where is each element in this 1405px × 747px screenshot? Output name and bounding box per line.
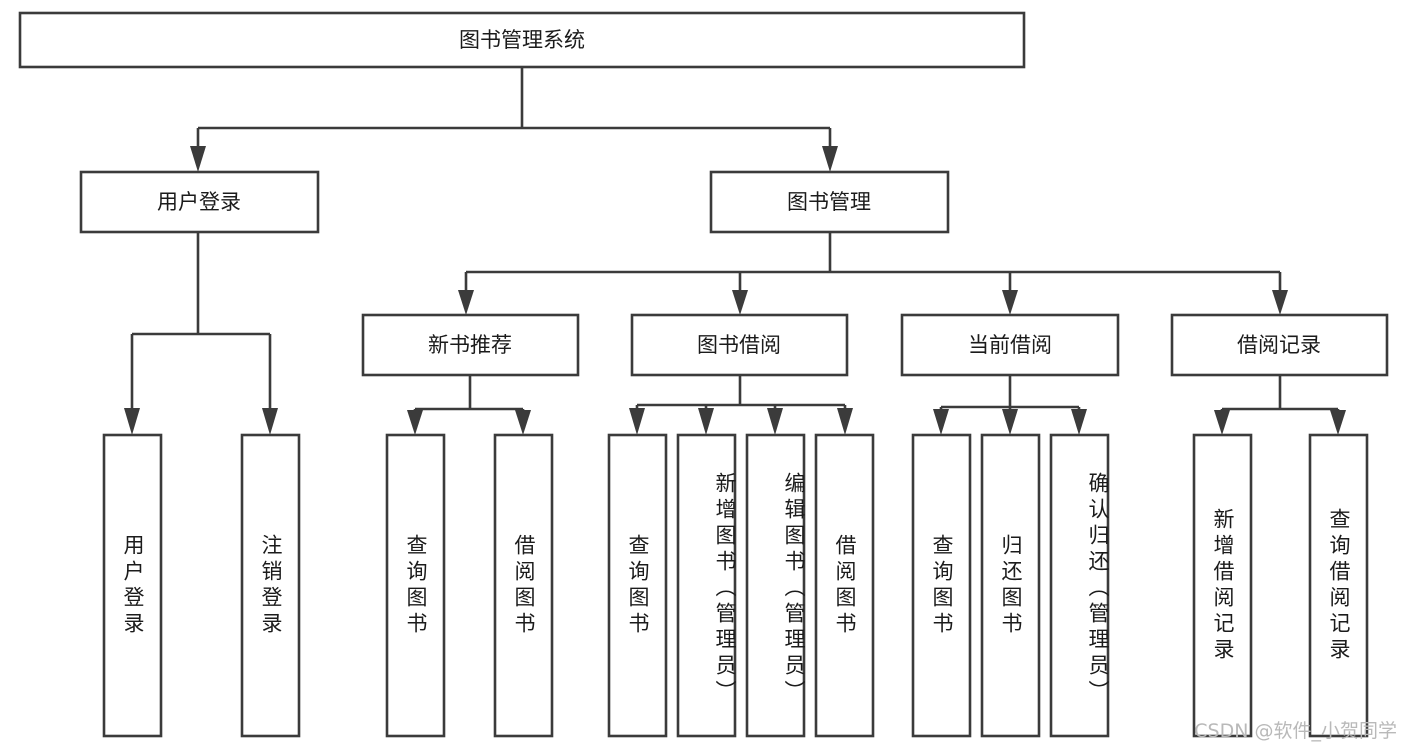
arrow-head-leaf-confirm-return [1071,409,1087,435]
node-new-book-rec[interactable] [361,313,580,377]
arrow-head-current-borrow [1002,290,1018,315]
node-borrow-record[interactable] [1170,313,1389,377]
node-user-login-label: 用户登录 [157,190,241,214]
node-book-borrow[interactable] [630,313,849,377]
arrow-head-leaf-logout-login [262,408,278,435]
node-leaf-return-book[interactable] [980,433,1041,738]
arrow-head-leaf-query-book-3 [933,409,949,435]
node-leaf-user-login[interactable] [102,433,163,738]
arrow-head-book-borrow [732,290,748,315]
node-leaf-add-record[interactable] [1192,433,1253,738]
arrow-head-leaf-add-record [1214,410,1230,435]
node-leaf-query-book-3[interactable] [911,433,972,738]
node-leaf-logout-login[interactable] [240,433,301,738]
node-leaf-query-record[interactable] [1308,433,1369,738]
node-borrow-record-label: 借阅记录 [1237,333,1321,357]
arrow-head-leaf-return-book [1002,409,1018,435]
arrow-head-leaf-user-login [124,408,140,435]
arrow-head-leaf-edit-book [767,408,783,435]
arrow-head-borrow-record [1272,290,1288,315]
arrow-head-book-manage [822,146,838,172]
connector-group-root [190,67,838,172]
connector-group-borrow-record [1214,375,1346,435]
node-current-borrow[interactable] [900,313,1120,377]
node-leaf-borrow-book-2[interactable] [814,433,875,738]
arrow-head-user-login [190,146,206,172]
arrow-head-leaf-query-record [1330,410,1346,435]
node-leaf-add-book[interactable] [676,433,737,738]
node-user-login[interactable] [79,170,320,234]
node-book-manage-label: 图书管理 [787,190,871,214]
node-new-book-rec-label: 新书推荐 [428,333,512,357]
arrow-head-new-book-rec [458,290,474,315]
arrow-head-leaf-add-book [698,408,714,435]
connector-group-book-manage [458,232,1288,315]
node-book-manage[interactable] [709,170,950,234]
arrow-head-leaf-borrow-book-1 [515,410,531,435]
node-book-borrow-label: 图书借阅 [697,333,781,357]
node-leaf-edit-book[interactable] [745,433,806,738]
node-leaf-query-book-1[interactable] [385,433,446,738]
csdn-watermark: CSDN @软件_小贺同学 [1194,720,1397,742]
node-leaf-borrow-book-1[interactable] [493,433,554,738]
connector-group-new-book-rec [407,375,531,435]
connector-group-current-borrow [933,375,1087,435]
node-root[interactable] [18,11,1026,69]
node-leaf-confirm-return[interactable] [1049,433,1110,738]
arrow-head-leaf-borrow-book-2 [837,408,853,435]
connector-group-user-login [124,232,278,435]
node-leaf-query-book-2[interactable] [607,433,668,738]
node-current-borrow-label: 当前借阅 [968,333,1052,357]
arrow-head-leaf-query-book-1 [407,410,423,435]
connector-group-book-borrow [629,375,853,435]
node-root-label: 图书管理系统 [459,28,585,52]
arrow-head-leaf-query-book-2 [629,408,645,435]
